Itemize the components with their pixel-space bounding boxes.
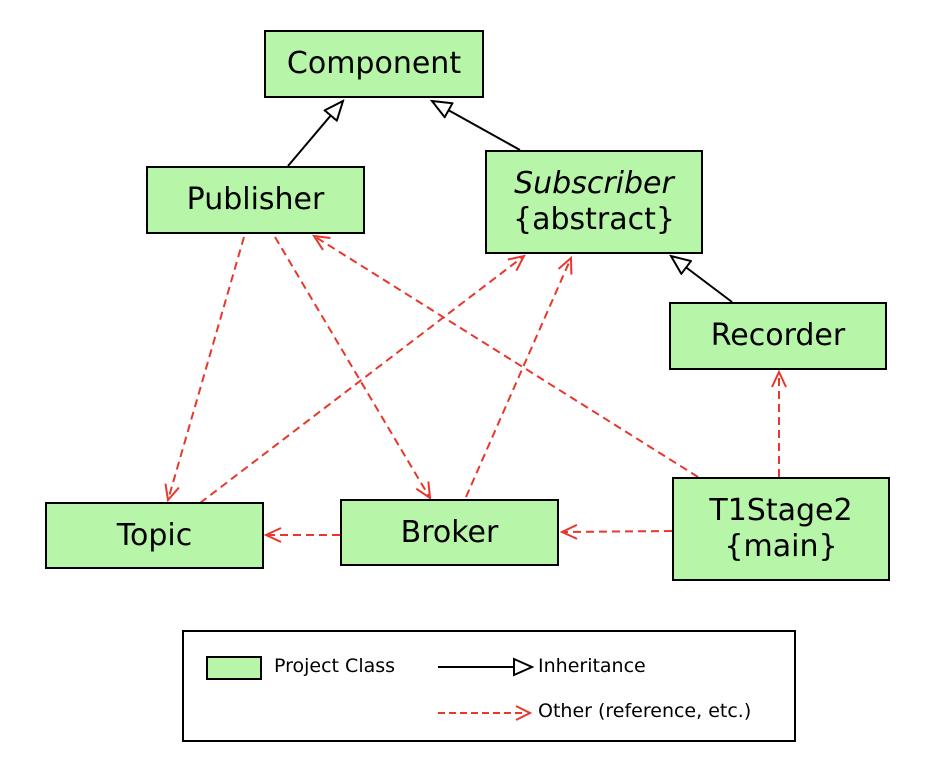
legend-reference-arrowhead <box>515 705 533 721</box>
legend-other-label: Other (reference, etc.) <box>538 700 752 722</box>
inheritance-publisher-component <box>287 101 343 167</box>
class-topic: Topic <box>45 502 264 569</box>
class-publisher-name: Publisher <box>186 182 325 217</box>
legend-project-class-label: Project Class <box>274 655 396 677</box>
reference-broker-subscriber <box>465 255 573 498</box>
class-broker: Broker <box>340 499 559 566</box>
class-recorder-name: Recorder <box>710 318 846 353</box>
class-t1stage2: T1Stage2 {main} <box>672 477 890 581</box>
inheritance-subscriber-component <box>432 101 521 151</box>
legend-line-samples <box>438 657 535 721</box>
class-publisher: Publisher <box>146 166 365 234</box>
class-component-name: Component <box>286 46 462 81</box>
class-subscriber-name: Subscriber <box>514 166 674 201</box>
legend: Project Class Inheritance Other (referen… <box>182 630 796 742</box>
legend-class-swatch <box>206 656 262 680</box>
class-broker-name: Broker <box>400 514 499 550</box>
class-component: Component <box>264 30 484 98</box>
reference-topic-subscriber <box>199 254 526 504</box>
reference-publisher-broker <box>274 236 432 501</box>
reference-t1stage2-broker <box>559 523 673 540</box>
class-recorder: Recorder <box>669 302 887 370</box>
inheritance-recorder-subscriber <box>671 256 733 303</box>
reference-t1stage2-publisher <box>311 234 699 478</box>
class-topic-name: Topic <box>116 517 193 553</box>
class-subscriber-stereotype: {abstract} <box>513 202 675 237</box>
reference-publisher-topic <box>164 236 245 503</box>
legend-inheritance-arrowhead <box>513 657 535 677</box>
class-t1stage2-stereotype: {main} <box>724 529 838 564</box>
legend-inheritance-label: Inheritance <box>538 655 646 677</box>
class-subscriber: Subscriber {abstract} <box>485 150 703 254</box>
class-t1stage2-name: T1Stage2 <box>709 493 853 528</box>
